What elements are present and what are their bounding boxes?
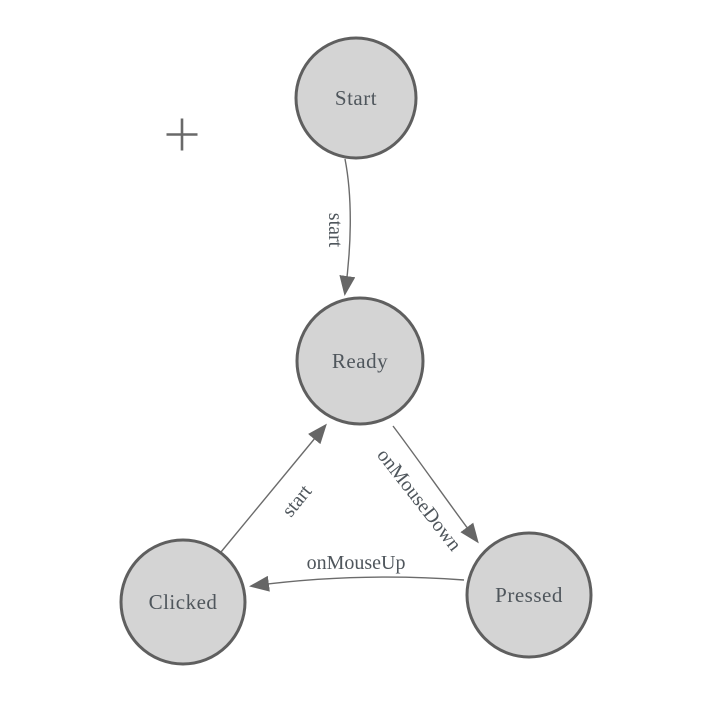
edge-label-start-to-ready: start (324, 213, 346, 248)
edge-clicked-to-ready-path[interactable] (220, 423, 327, 553)
node-clicked-label: Clicked (149, 590, 218, 614)
node-start-circle[interactable] (294, 36, 418, 160)
edge-ready-to-pressed: onMouseDown (372, 425, 479, 555)
node-start-label: Start (335, 86, 377, 110)
node-ready-label: Ready (332, 349, 388, 373)
edge-start-to-ready-path[interactable] (339, 158, 356, 296)
node-ready-circle[interactable] (295, 296, 425, 426)
crosshair-cursor-icon (166, 118, 198, 151)
node-clicked[interactable]: Clicked (119, 538, 247, 666)
node-pressed-circle[interactable] (465, 531, 593, 659)
node-ready[interactable]: Ready (295, 296, 425, 426)
edge-start-to-ready: start (324, 158, 356, 296)
edge-ready-to-pressed-path[interactable] (392, 425, 479, 544)
edge-pressed-to-clicked: onMouseUp (249, 552, 465, 592)
node-clicked-circle[interactable] (119, 538, 247, 666)
edge-label-clicked-to-ready: start (278, 480, 317, 521)
edge-label-pressed-to-clicked: onMouseUp (307, 552, 406, 574)
node-pressed-label: Pressed (495, 583, 563, 607)
node-start[interactable]: Start (294, 36, 418, 160)
edge-clicked-to-ready: start (220, 423, 327, 553)
node-pressed[interactable]: Pressed (465, 531, 593, 659)
edge-pressed-to-clicked-path[interactable] (249, 575, 465, 592)
